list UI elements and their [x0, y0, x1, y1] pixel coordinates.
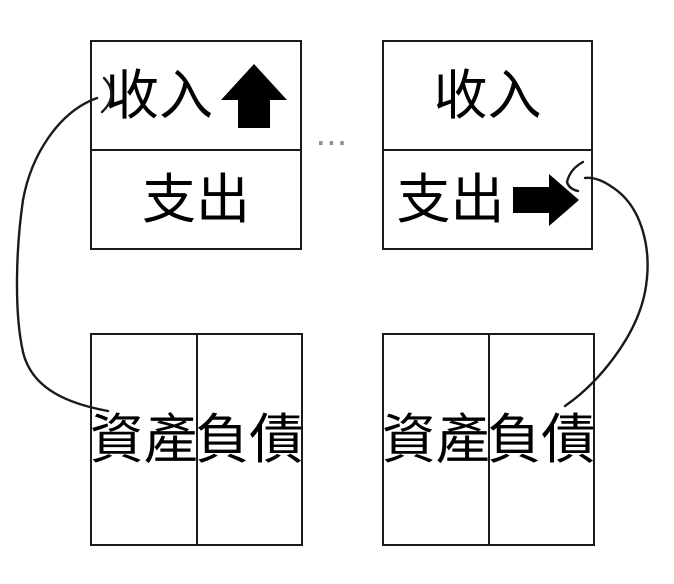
- right-arrow-icon: [512, 173, 579, 226]
- continuation-ellipsis: ...: [317, 126, 349, 150]
- income-statement-box-1: 收入 支出: [90, 40, 302, 250]
- income-label-1: 收入: [105, 63, 213, 127]
- income-row-1: 收入: [92, 42, 300, 149]
- expense-label-2: 支出: [396, 167, 505, 231]
- assets-column-2: 資產: [381, 335, 490, 544]
- liabilities-label-2: 負債: [487, 407, 596, 471]
- expense-label-1: 支出: [142, 167, 250, 231]
- liabilities-column-1: 負債: [195, 335, 304, 544]
- assets-label-2: 資產: [381, 407, 490, 471]
- expense-row-1: 支出: [92, 149, 300, 248]
- assets-label-1: 資產: [89, 407, 198, 471]
- income-statement-box-2: 收入 支出: [382, 40, 593, 250]
- income-row-2: 收入: [384, 42, 591, 149]
- assets-column-1: 資產: [89, 335, 198, 544]
- income-label-2: 收入: [433, 63, 542, 127]
- balance-sheet-box-1: 資產 負債: [90, 333, 303, 546]
- liabilities-column-2: 負債: [487, 335, 596, 544]
- expense-row-2: 支出: [384, 149, 591, 248]
- liabilities-label-1: 負債: [195, 407, 304, 471]
- up-arrow-icon: [221, 63, 287, 128]
- balance-sheet-box-2: 資產 負債: [382, 333, 595, 546]
